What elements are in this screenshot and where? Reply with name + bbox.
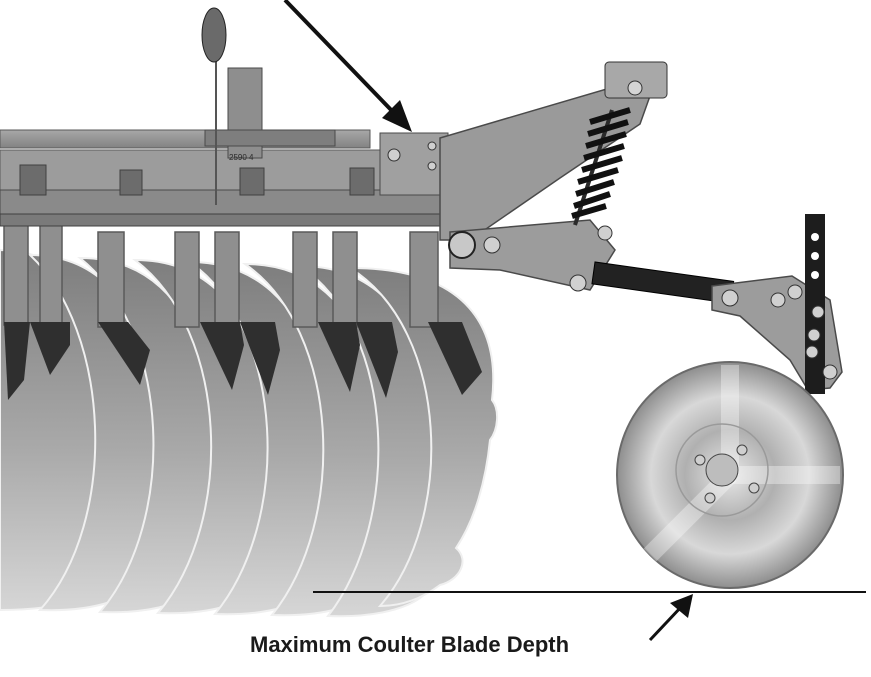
bolt [627, 80, 643, 96]
coulter-arm [439, 61, 843, 394]
wheel-icon [616, 361, 844, 589]
bolt [770, 292, 786, 308]
clamp [349, 167, 375, 196]
hub-bolt [748, 482, 760, 494]
bolt [807, 328, 821, 342]
scraper-tip [428, 322, 482, 395]
wheel-hub [705, 453, 739, 487]
bolt [427, 141, 437, 151]
bolt [597, 225, 613, 241]
scraper-tip [98, 322, 150, 385]
shank [174, 231, 200, 328]
frame-lower-bar [0, 213, 473, 227]
bolt [822, 364, 838, 380]
bolt [787, 284, 803, 300]
frame-rail [0, 149, 381, 191]
hub-bolt [736, 444, 748, 456]
frame-decal: 2590 4 [229, 153, 254, 162]
shank [97, 231, 125, 328]
adjust-hole [811, 271, 819, 279]
scraper-tip [4, 322, 30, 400]
bolt [387, 148, 401, 162]
pivot-bolt [448, 231, 476, 259]
wheel-hub-ring [675, 423, 769, 517]
hub-bolt [704, 492, 716, 504]
shank [39, 224, 63, 326]
adjust-hole [811, 252, 819, 260]
bolt [569, 274, 587, 292]
shank [332, 231, 358, 328]
mount-bracket [379, 132, 449, 196]
scraper-tip [30, 322, 70, 375]
shank [409, 231, 439, 328]
depth-caption: Maximum Coulter Blade Depth [250, 632, 570, 657]
frame: 2590 4 [0, 7, 473, 227]
shank [3, 224, 29, 326]
bolt [427, 161, 437, 171]
spring-icon [571, 107, 631, 226]
hub-bolt [694, 454, 706, 466]
arm-top-block [604, 61, 668, 99]
bolt [811, 305, 825, 319]
clamp [119, 169, 143, 196]
scraper-tip [200, 322, 244, 390]
clamp [19, 164, 47, 196]
shank [292, 231, 318, 328]
bolt [483, 236, 501, 254]
lower-arm [449, 219, 616, 291]
arrow-icon [283, 0, 412, 132]
bolt [721, 289, 739, 307]
scraper-tip [240, 322, 280, 395]
shank [214, 231, 240, 328]
scraper-tips [4, 322, 482, 400]
arrow-icon [648, 594, 693, 642]
level-knob [201, 7, 227, 63]
mast-bar [204, 129, 336, 147]
scraper-tip [318, 322, 360, 392]
adjust-hole [811, 233, 819, 241]
clamp [239, 167, 265, 196]
scraper-shanks [3, 224, 439, 328]
bolt [805, 345, 819, 359]
scraper-tip [356, 322, 398, 398]
